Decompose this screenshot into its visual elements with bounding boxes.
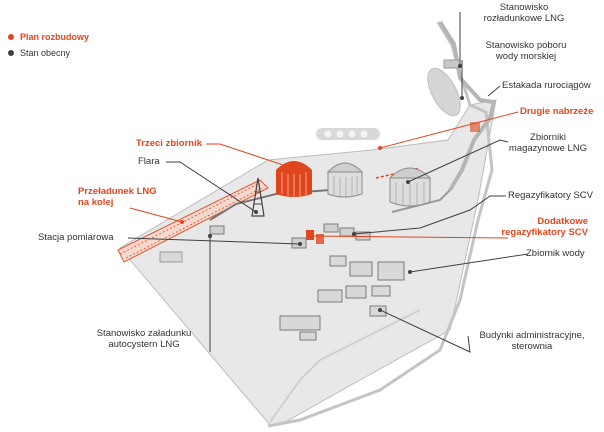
legend-current: Stan obecny	[8, 48, 70, 58]
rail-loading-area	[117, 179, 269, 263]
label-metering-station: Stacja pomiarowa	[38, 232, 114, 243]
unloading-platform	[443, 59, 461, 69]
label-truck-loading: Stanowisko załadunku autocystern LNG	[96, 328, 192, 350]
flare-tower	[251, 177, 265, 217]
pier	[438, 20, 497, 192]
label-flare: Flara	[138, 156, 160, 167]
label-unloading-berth: Stanowisko rozładunkowe LNG	[483, 2, 565, 24]
label-storage-tanks: Zbiorniki magazynowe LNG	[508, 132, 588, 154]
leader-dots	[180, 64, 464, 312]
second-berth-platform	[470, 122, 480, 132]
legend-expansion: Plan rozbudowy	[8, 32, 89, 42]
second-berth-ship	[316, 128, 380, 140]
label-seawater-intake: Stanowisko poboru wody morskiej	[485, 40, 567, 62]
label-pipe-trestle: Estakada rurociągów	[502, 80, 591, 91]
label-additional-regasifiers: Dodatkowe regazyfikatory SCV	[501, 216, 588, 238]
storage-tank-2	[388, 167, 432, 207]
additional-regasifiers	[306, 230, 324, 244]
pipeline-trestle	[391, 189, 451, 213]
legend-current-dot-icon	[8, 49, 14, 56]
third-tank	[276, 161, 312, 197]
storage-tank-1	[326, 162, 364, 198]
label-second-berth: Drugie nabrzeże	[520, 106, 594, 117]
label-scv-regasifiers: Regazyfikatory SCV	[508, 190, 594, 201]
leader-lines-expansion	[129, 111, 519, 239]
lng-carrier-ship	[427, 67, 461, 117]
label-rail-loading: Przeładunek LNG na kolej	[78, 186, 157, 208]
leader-lines-current	[127, 12, 529, 353]
admin-buildings	[159, 251, 391, 341]
site-road	[269, 309, 421, 423]
legend-expansion-dot-icon	[8, 33, 14, 40]
label-third-tank: Trzeci zbiornik	[136, 138, 202, 149]
water-tank	[329, 255, 405, 281]
label-water-tank: Zbiornik wody	[526, 248, 585, 259]
label-admin-buildings: Budynki administracyjne, sterownia	[479, 330, 585, 352]
